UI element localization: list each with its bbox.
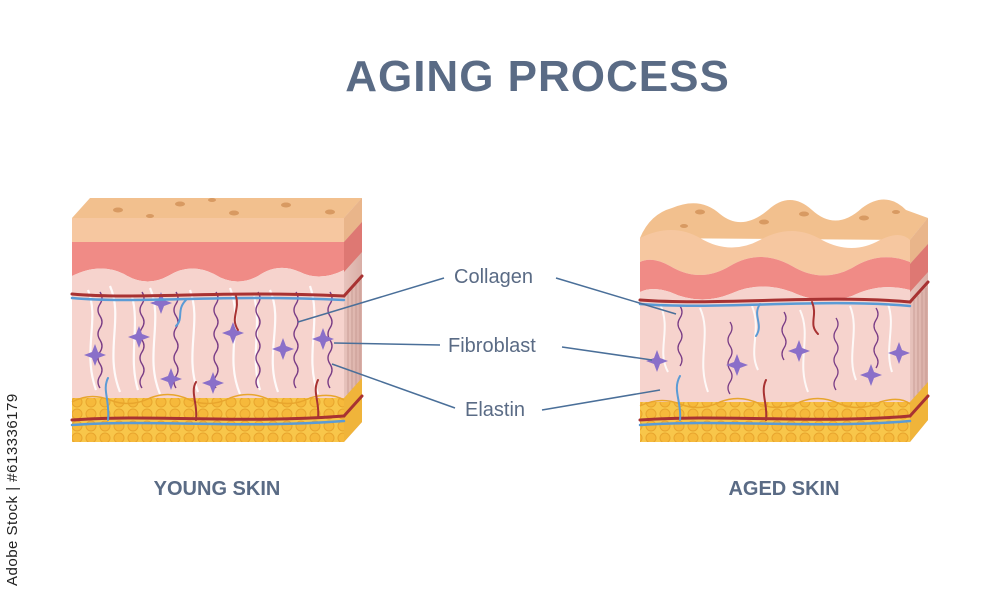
aged-fat-layer (640, 402, 910, 442)
aged-pores (680, 209, 900, 228)
young-pores (113, 198, 335, 218)
young-elastin-fibers (97, 291, 333, 389)
leader-lines (297, 277, 677, 411)
aged-skin-block (638, 199, 930, 442)
page-title: AGING PROCESS (345, 52, 730, 101)
aged-vessels-upper (638, 280, 930, 337)
fibroblast-leader-left (333, 342, 441, 346)
young-upper-dermis (72, 242, 344, 282)
young-skin-caption: YOUNG SKIN (153, 478, 281, 500)
young-dermis (72, 267, 344, 398)
young-collagen-fibers (86, 285, 320, 395)
collagen-leader-left (297, 277, 445, 323)
collagen-label: Collagen (454, 266, 533, 288)
aged-vessels-lower (638, 375, 930, 427)
fibroblast-label: Fibroblast (448, 335, 536, 357)
aged-fibroblasts (646, 340, 910, 386)
aged-collagen-fibers (659, 303, 893, 393)
elastin-leader-right (541, 389, 661, 411)
stock-credit: Adobe Stock | #613336179 (4, 393, 21, 586)
young-fibroblasts (84, 292, 334, 394)
aged-dermis (640, 286, 910, 402)
young-epidermis (72, 218, 344, 242)
young-epidermis-top (72, 198, 362, 218)
aged-skin-caption: AGED SKIN (728, 478, 840, 500)
elastin-label: Elastin (465, 399, 526, 421)
aged-elastin-fibers (677, 305, 879, 395)
collagen-leader-right (555, 277, 677, 315)
fibroblast-leader-right (561, 346, 653, 361)
aged-epidermis-top (640, 199, 928, 240)
young-vessels-lower (70, 274, 364, 427)
young-skin-block (70, 198, 364, 442)
aged-epidermis (640, 230, 910, 276)
aged-upper-dermis (640, 257, 910, 301)
young-vessels-upper (70, 292, 346, 331)
elastin-leader-left (331, 363, 456, 409)
